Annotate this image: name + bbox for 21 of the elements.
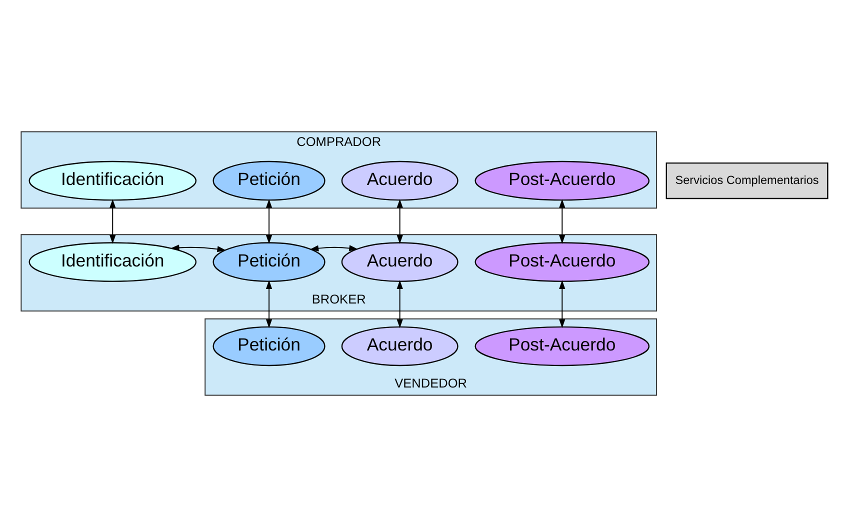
arrow	[396, 280, 403, 328]
node-ellipse: Acuerdo	[341, 242, 458, 282]
arrow	[310, 245, 358, 252]
node-ellipse: Post-Acuerdo	[474, 242, 650, 282]
arrow	[170, 244, 226, 252]
node-ellipse: Post-Acuerdo	[474, 326, 650, 366]
arrow	[110, 199, 116, 244]
arrow	[559, 280, 566, 328]
arrow	[266, 280, 272, 328]
node-ellipse: Identificación	[28, 242, 197, 282]
node-ellipse: Petición	[212, 326, 326, 366]
arrow	[266, 199, 272, 244]
arrow	[396, 199, 403, 244]
node-ellipse: Acuerdo	[341, 160, 458, 201]
node-ellipse: Acuerdo	[341, 326, 458, 366]
node-ellipse: Post-Acuerdo	[474, 160, 650, 201]
node-box: Servicios Complementarios	[666, 162, 828, 200]
node-ellipse: Petición	[212, 160, 326, 201]
arrow	[559, 199, 566, 244]
node-ellipse: Identificación	[28, 160, 197, 201]
node-ellipse: Petición	[212, 242, 326, 282]
